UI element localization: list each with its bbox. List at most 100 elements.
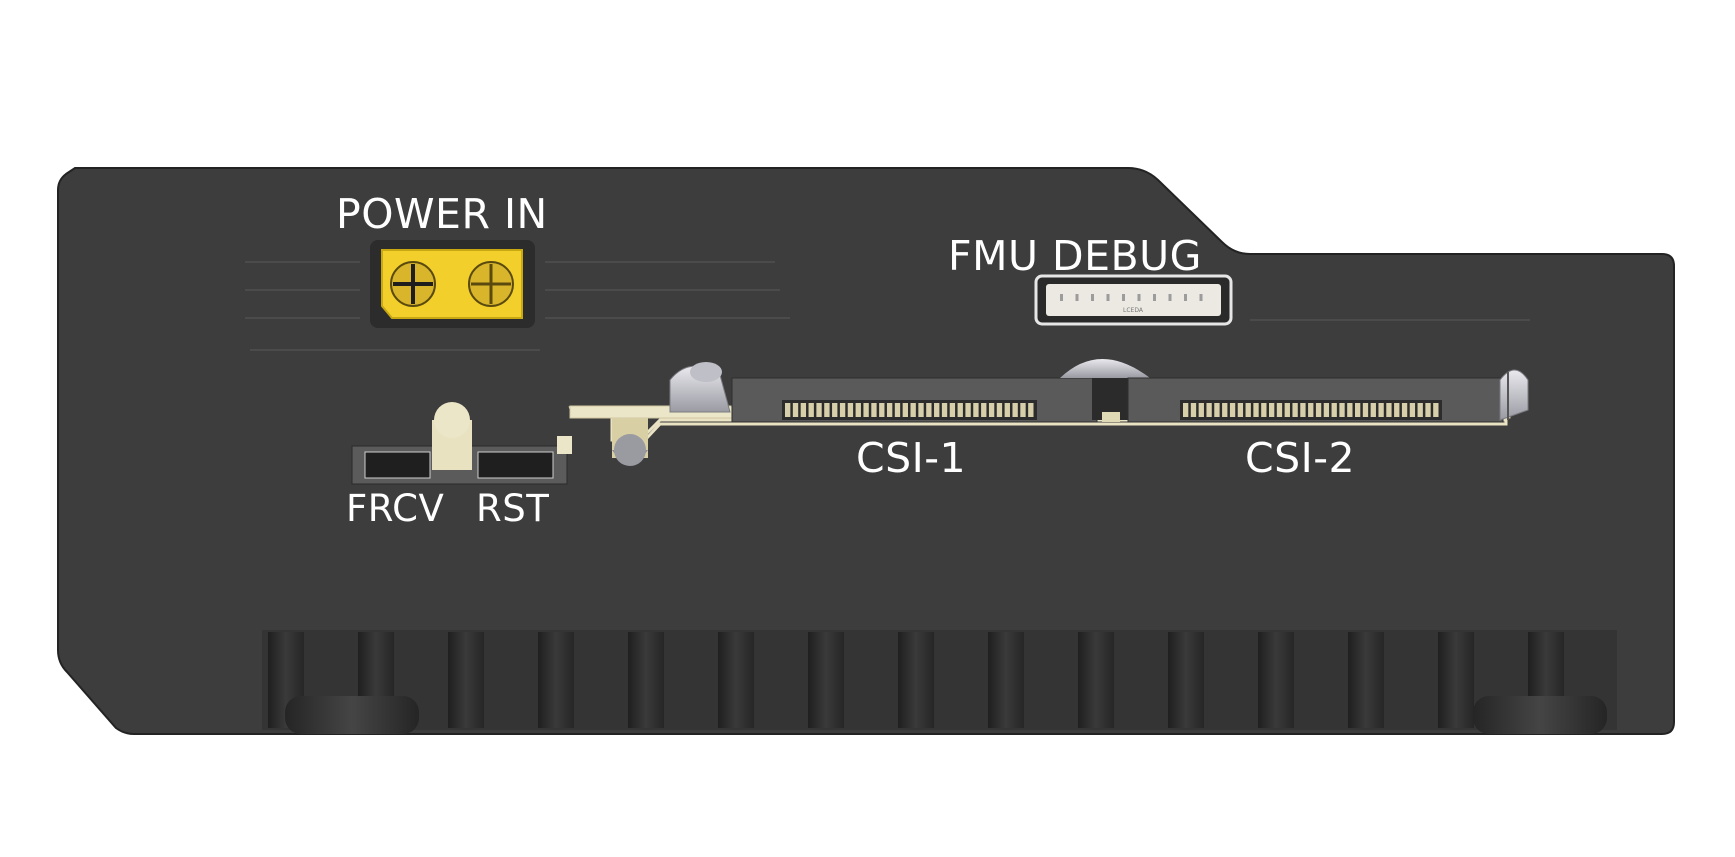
power-in-label: POWER IN (336, 190, 548, 238)
csi-pin (863, 403, 869, 417)
debug-pin (1199, 294, 1203, 301)
bottom-slot (1348, 632, 1384, 728)
frcv-label: FRCV (346, 487, 445, 530)
csi-pin (1394, 403, 1400, 417)
csi-pin (1276, 403, 1283, 417)
csi-pin (1378, 403, 1384, 417)
debug-pin (1184, 294, 1187, 301)
debug-pin (1060, 294, 1063, 301)
foot-left (285, 696, 419, 734)
csi-pin (957, 403, 963, 417)
csi-pin (1261, 403, 1267, 417)
csi-pin (847, 403, 854, 417)
csi-pin (981, 403, 987, 417)
csi-pin (824, 403, 830, 417)
csi-2-label: CSI-2 (1245, 434, 1356, 482)
csi-pin (926, 403, 932, 417)
bottom-slot (628, 632, 664, 728)
debug-pin (1091, 294, 1094, 301)
csi-pin (902, 403, 908, 417)
csi-pin (886, 403, 893, 417)
debug-pin (1168, 294, 1172, 301)
csi-1-connector (731, 377, 1098, 423)
debug-pin (1137, 294, 1141, 301)
debug-connector-marking: LCEDA (1123, 307, 1144, 314)
standoff-left (669, 362, 731, 413)
csi-pin (918, 403, 924, 417)
csi-pin (1229, 403, 1236, 417)
csi-pin (1370, 403, 1376, 417)
bottom-slot (898, 632, 934, 728)
bottom-slot (808, 632, 844, 728)
csi-pin (1323, 403, 1330, 417)
csi-pin (832, 403, 838, 417)
csi-pin (1315, 403, 1322, 417)
debug-pin (1153, 294, 1156, 301)
csi-pin (1308, 403, 1314, 417)
csi-pin (1269, 403, 1275, 417)
csi-pin (910, 403, 916, 417)
csi-pin (1347, 403, 1353, 417)
csi-pin (1284, 403, 1290, 417)
fmu-debug-label: FMU DEBUG (948, 232, 1202, 280)
bottom-slot (718, 632, 754, 728)
csi-pin (965, 403, 971, 417)
csi-pin (1237, 403, 1244, 417)
power-in-connector (370, 240, 535, 328)
csi-pin (934, 403, 940, 417)
csi-2-connector (1127, 377, 1504, 423)
csi-pin (1206, 403, 1212, 417)
bottom-slot (1258, 632, 1294, 728)
csi-pin (949, 403, 956, 417)
csi-pin (1214, 403, 1220, 417)
csi-pin (1355, 403, 1361, 417)
csi-pin (996, 403, 1003, 417)
csi-pin (894, 403, 901, 417)
csi-pin (792, 403, 799, 417)
csi-pin (1339, 403, 1345, 417)
csi-pin (1292, 403, 1298, 417)
csi-pin (808, 403, 814, 417)
foot-right (1473, 696, 1607, 734)
csi-pin (1253, 403, 1259, 417)
csi-pin (1004, 403, 1010, 417)
csi-1-label: CSI-1 (856, 434, 967, 482)
rst-label: RST (476, 487, 550, 530)
csi-pin (1198, 403, 1204, 417)
csi-pin (1409, 403, 1416, 417)
bottom-slot (1438, 632, 1474, 728)
csi-pin (1245, 403, 1251, 417)
bottom-slot (1078, 632, 1114, 728)
bottom-ridges (262, 630, 1617, 734)
csi-pin (871, 403, 877, 417)
csi-pin (1222, 403, 1228, 417)
debug-pin (1122, 294, 1125, 301)
csi-pin (1401, 403, 1408, 417)
debug-pin (1075, 294, 1079, 301)
csi-pin (1417, 403, 1423, 417)
csi-pin (879, 403, 885, 417)
csi-pin (816, 403, 822, 417)
bottom-slot (988, 632, 1024, 728)
bottom-slot (448, 632, 484, 728)
csi-pin (988, 403, 995, 417)
csi-pin (1190, 403, 1197, 417)
csi-pin (1331, 403, 1337, 417)
csi-pin (800, 403, 807, 417)
csi-pin (973, 403, 979, 417)
csi-pin (941, 403, 948, 417)
csi-pin (1012, 403, 1018, 417)
csi-pin (855, 403, 861, 417)
button-block (351, 402, 572, 485)
csi-pin (785, 403, 791, 417)
csi-pin (1020, 403, 1026, 417)
csi-pin (1362, 403, 1369, 417)
csi-pin (1433, 403, 1439, 417)
bottom-slot (538, 632, 574, 728)
debug-pin (1106, 294, 1110, 301)
csi-pin (1300, 403, 1306, 417)
standoff-right (1499, 369, 1529, 421)
csi-pin (1425, 403, 1431, 417)
